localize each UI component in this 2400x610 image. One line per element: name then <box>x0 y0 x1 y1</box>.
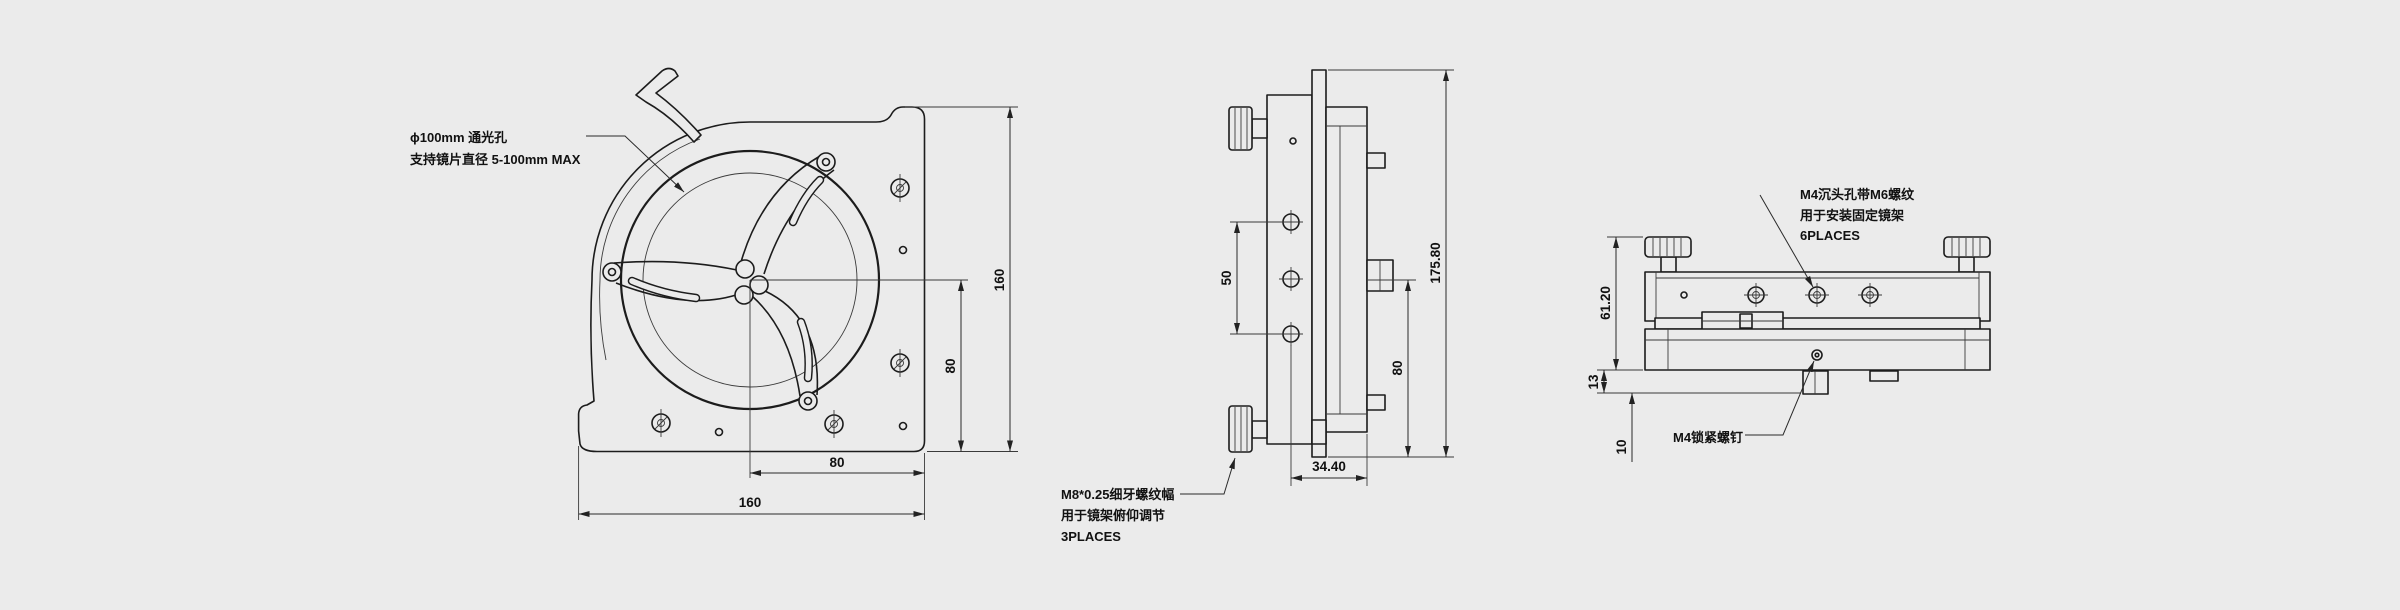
pivot-pin <box>798 391 818 411</box>
pivot-pin <box>602 262 622 282</box>
dim-center-height-label: 80 <box>1390 360 1405 375</box>
mount-hole-leader <box>1759 194 1814 288</box>
housing-inner-arc <box>599 138 701 361</box>
small-hole <box>1680 291 1688 299</box>
release-lever <box>635 67 702 143</box>
center-rollers <box>734 259 769 305</box>
small-hole <box>898 245 908 255</box>
side-center-plate <box>1311 69 1327 458</box>
side-hole <box>1279 210 1303 234</box>
side-hole <box>1279 267 1303 291</box>
threaded-hole <box>824 410 844 438</box>
pivot-pin <box>816 152 836 172</box>
adjuster-leader <box>1180 457 1236 495</box>
aperture-leader <box>586 135 685 193</box>
base-foot <box>1869 370 1899 382</box>
clamp-arm-left <box>613 260 743 303</box>
mount-hole-note-line-2: 用于安装固定镜架 <box>1799 208 1904 223</box>
dim-hole-spacing-label: 50 <box>1219 270 1234 285</box>
dim-bottom-label: 10 <box>1614 439 1629 454</box>
side-screw <box>1366 152 1386 169</box>
dim-width-label: 160 <box>739 495 762 510</box>
side-hole <box>1279 322 1303 346</box>
dim-total-height-label: 175.80 <box>1428 242 1443 283</box>
adjuster-knob-bottom <box>1228 405 1268 453</box>
clamp-arm-top <box>740 155 835 275</box>
aperture-note-line-2: 支持镜片直径 5-100mm MAX <box>409 152 581 167</box>
mount-hole-note-line-1: M4沉头孔带M6螺纹 <box>1800 187 1915 202</box>
top-view: 61.20 13 10 M4沉头孔带M6螺纹 用于安装固定镜架 6PLACES … <box>1586 187 1991 462</box>
lock-screw-note: M4锁紧螺钉 <box>1673 430 1743 445</box>
top-knob-right <box>1943 236 1991 273</box>
side-screw <box>1366 394 1386 411</box>
small-hole <box>1289 137 1297 145</box>
countersunk-hole <box>1744 283 1768 307</box>
dim-height-label: 160 <box>992 269 1007 292</box>
small-hole <box>898 421 908 431</box>
countersunk-hole <box>1858 283 1882 307</box>
side-front-plate <box>1325 106 1368 433</box>
threaded-hole <box>651 409 671 437</box>
threaded-hole <box>890 174 910 202</box>
side-lower-block <box>1311 419 1327 445</box>
lock-screw-leader <box>1745 360 1815 436</box>
side-view: 50 175.80 80 34.40 M8*0.25细牙螺纹幅 用于镜架俯仰调节… <box>1060 69 1454 544</box>
dim-base-label: 13 <box>1586 374 1601 390</box>
dim-center-x-label: 80 <box>829 455 844 470</box>
lock-screw <box>1802 349 1829 395</box>
adjuster-note-line-2: 用于镜架俯仰调节 <box>1060 508 1165 523</box>
dim-depth-label: 34.40 <box>1312 459 1346 474</box>
aperture-note-line-1: ϕ100mm 通光孔 <box>410 130 507 145</box>
threaded-hole <box>890 349 910 377</box>
front-view: 80 160 80 160 ϕ100mm 通光孔 支持镜片直径 5-100mm … <box>409 67 1018 520</box>
dim-center-y-label: 80 <box>943 358 958 373</box>
countersunk-hole <box>1805 283 1829 307</box>
top-main-block <box>1644 271 1991 322</box>
top-lever-bracket <box>1701 311 1784 331</box>
adjuster-note-line-1: M8*0.25细牙螺纹幅 <box>1061 487 1174 502</box>
dim-height-label: 61.20 <box>1598 286 1613 320</box>
clamp-arm-bottom <box>751 290 819 397</box>
small-hole <box>714 427 724 437</box>
adjuster-note-line-3: 3PLACES <box>1061 529 1121 544</box>
front-plate-outline <box>577 106 926 453</box>
side-clamp-screw <box>1366 259 1394 292</box>
side-back-plate <box>1266 94 1313 445</box>
top-knob-left <box>1644 236 1692 273</box>
adjuster-knob-top <box>1228 106 1268 151</box>
mount-hole-note-line-3: 6PLACES <box>1800 228 1860 243</box>
